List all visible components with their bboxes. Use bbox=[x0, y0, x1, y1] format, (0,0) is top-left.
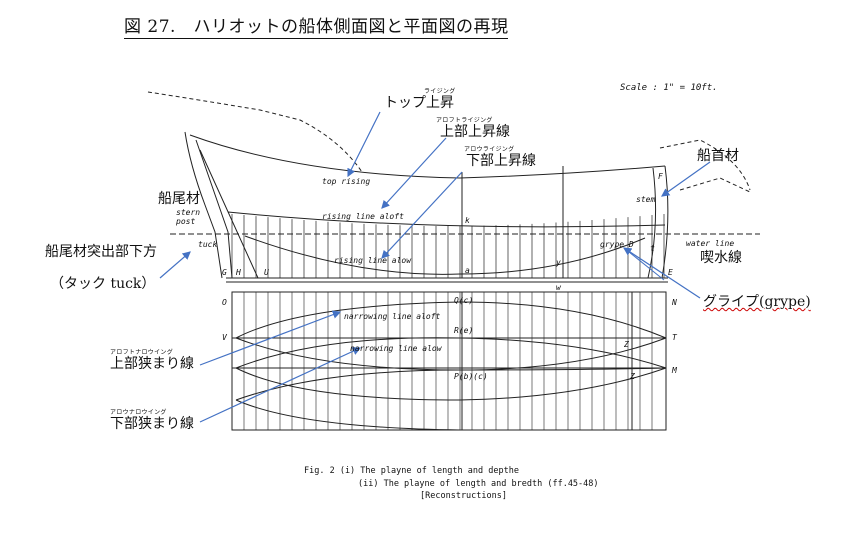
drawing-tuck: tuck bbox=[198, 240, 218, 249]
stern-outline bbox=[184, 131, 223, 279]
marker-U: U bbox=[264, 268, 269, 277]
label-tuck-1: 船尾材突出部下方 bbox=[45, 244, 157, 260]
arrow-narrowing-alow bbox=[199, 347, 362, 423]
caption-line-2: (ii) The playne of length and bredth (ff… bbox=[358, 479, 599, 489]
drawing-waterline: water line bbox=[686, 239, 735, 248]
drawing-grype: grype D bbox=[600, 240, 634, 249]
drawing-narrowing-alow: narrowing line alow bbox=[350, 344, 442, 353]
ruby-narrowing-alow: アロウナロウイング bbox=[110, 409, 167, 416]
caption-line-1: Fig. 2 (i) The playne of length and dept… bbox=[304, 466, 519, 476]
marker-G: G bbox=[222, 268, 227, 277]
marker-H: H bbox=[236, 268, 241, 277]
marker-F: F bbox=[658, 172, 663, 181]
narrowing-line-alow bbox=[235, 337, 667, 369]
label-stern-post: 船尾材 bbox=[158, 191, 200, 207]
rising-line-aloft bbox=[227, 211, 666, 228]
marker-y: y bbox=[556, 258, 561, 267]
label-rising-aloft: 上部上昇線 bbox=[440, 124, 510, 140]
marker-O: O bbox=[222, 298, 227, 307]
stem-curve bbox=[661, 165, 669, 279]
label-tuck-2: （タック tuck） bbox=[50, 276, 156, 292]
drawing-rising-alow: rising line alow bbox=[334, 256, 412, 265]
marker-M: M bbox=[672, 366, 677, 375]
label-narrowing-alow: 下部狭まり線 bbox=[110, 416, 194, 432]
label-stem: 船首材 bbox=[697, 148, 739, 164]
plan-frame bbox=[231, 291, 667, 431]
arrow-grype bbox=[622, 247, 701, 299]
marker-V: V bbox=[222, 333, 227, 342]
arrow-stem bbox=[661, 161, 711, 197]
label-grype-text: グライプ(grype) bbox=[703, 294, 811, 310]
label-rising-alow: 下部上昇線 bbox=[466, 153, 536, 169]
drawing-rising-aloft: rising line aloft bbox=[322, 212, 404, 221]
marker-T: T bbox=[672, 333, 677, 342]
rising-line-alow bbox=[244, 235, 646, 275]
arrow-rising-aloft bbox=[381, 137, 447, 209]
drawing-stem: stem bbox=[636, 195, 656, 204]
ruby-rising-aloft: アロフトライジング bbox=[436, 117, 493, 124]
scale-note: Scale : 1" = 10ft. bbox=[620, 83, 718, 93]
label-grype: グライプ(grype) bbox=[703, 294, 811, 310]
marker-N: N bbox=[672, 298, 677, 307]
drawing-top-rising: top rising bbox=[322, 177, 371, 186]
marker-Z1: Z bbox=[624, 340, 629, 349]
marker-E: E bbox=[668, 268, 673, 277]
arrow-tuck bbox=[159, 251, 191, 279]
top-rising-line bbox=[189, 134, 666, 179]
marker-Z2: Z bbox=[630, 372, 635, 381]
arrow-top-rising bbox=[347, 111, 381, 178]
marker-R: R(e) bbox=[454, 326, 474, 335]
marker-Q: Q(c) bbox=[454, 296, 474, 305]
caption-line-3: [Reconstructions] bbox=[420, 491, 507, 501]
drawing-stern-post: stern post bbox=[176, 208, 201, 226]
ruby-rising-alow: アロウライジング bbox=[464, 146, 515, 153]
bow-dashed-outline bbox=[659, 139, 751, 191]
marker-w: w bbox=[556, 283, 561, 292]
marker-a: a bbox=[465, 266, 470, 275]
label-waterline: 喫水線 bbox=[700, 250, 742, 266]
label-narrowing-aloft: 上部狭まり線 bbox=[110, 356, 194, 372]
arrow-narrowing-aloft bbox=[199, 310, 342, 366]
ruby-narrowing-aloft: アロフトナロウイング bbox=[110, 349, 174, 356]
marker-k: k bbox=[465, 216, 470, 225]
label-top-rising: トップ上昇 bbox=[384, 95, 454, 111]
narrowing-line-aloft bbox=[235, 301, 667, 339]
ruby-top-rising: ライジング bbox=[424, 88, 456, 95]
upper-dashed-outline bbox=[147, 91, 363, 173]
arrow-rising-alow bbox=[381, 171, 463, 259]
page-title: 図 27. ハリオットの船体側面図と平面図の再現 bbox=[124, 12, 509, 39]
marker-P: P(b)(c) bbox=[454, 372, 488, 381]
drawing-narrowing-aloft: narrowing line aloft bbox=[344, 312, 441, 321]
marker-t: t bbox=[650, 244, 655, 253]
